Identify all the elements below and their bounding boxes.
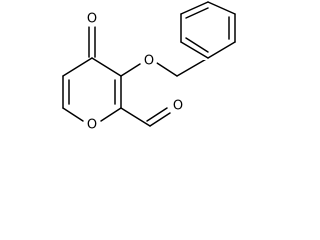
phenyl-bond-4-inner	[185, 7, 209, 19]
bond-o1-c6	[62, 107, 84, 122]
aldehyde-oxygen-label: O	[173, 99, 183, 114]
bond-c2-o1	[100, 107, 122, 122]
phenyl-ring-drawing	[175, 0, 250, 60]
ether-oxygen-label: O	[144, 54, 154, 69]
ring-oxygen-label: O	[87, 118, 97, 133]
phenyl-bond-3	[207, 1, 236, 15]
bond-c5-c4	[62, 57, 93, 77]
labels-drawing: O O O O	[84, 11, 186, 133]
bond-cho-o	[149, 112, 171, 127]
phenyl-mask	[175, 0, 250, 60]
bond-o-ether-ch2	[156, 62, 178, 77]
bond-ch2-phenyl	[176, 57, 209, 77]
aldehyde-oxygen-bg	[170, 98, 186, 114]
bond-c4-c3	[91, 57, 122, 77]
ring-oxygen-bg	[84, 117, 100, 133]
ether-oxygen-bg	[141, 53, 157, 69]
phenyl-bond-6	[180, 41, 209, 59]
phenyl-bond-1	[207, 41, 236, 59]
bond-cho-o-double	[146, 107, 168, 122]
bond-c2-cho	[120, 107, 151, 127]
phenyl-bond-4	[180, 1, 209, 15]
structure-diagram: O O O O	[0, 0, 250, 152]
bond-c3-o-ether	[120, 63, 141, 77]
ketone-oxygen-bg	[84, 11, 100, 27]
phenyl-bond-6-inner	[185, 37, 209, 53]
ketone-oxygen-label: O	[87, 12, 97, 27]
